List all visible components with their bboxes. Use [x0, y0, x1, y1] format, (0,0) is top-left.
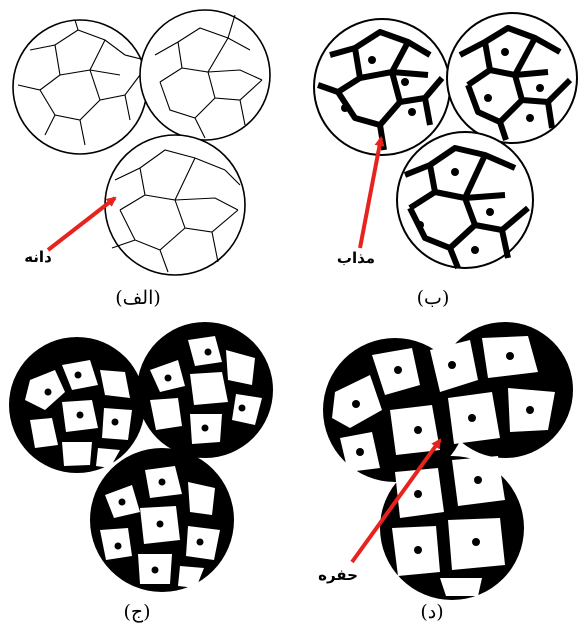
caption-a: (الف)	[115, 287, 161, 309]
particle-a2	[140, 10, 270, 140]
particle-b1	[314, 19, 450, 155]
particle-c2	[137, 322, 273, 458]
panel-b: مذاب (ب)	[314, 13, 577, 309]
particle-b3	[397, 132, 533, 268]
particle-a1	[13, 20, 147, 154]
caption-b: (ب)	[417, 287, 450, 309]
particle-a3	[105, 135, 245, 275]
panel-d: حفره (د)	[318, 322, 573, 623]
particle-c3	[90, 448, 234, 592]
caption-c: (ج)	[123, 601, 150, 623]
caption-d: (د)	[420, 601, 443, 623]
grain-label: دانه	[24, 248, 52, 266]
panel-a: دانه (الف)	[13, 10, 270, 309]
melt-label: مذاب	[337, 249, 375, 267]
particle-b2	[447, 13, 577, 143]
pore-label: حفره	[318, 566, 358, 584]
panel-c: (ج)	[9, 322, 273, 623]
particle-c1	[9, 337, 145, 473]
grain-arrow	[48, 198, 115, 250]
